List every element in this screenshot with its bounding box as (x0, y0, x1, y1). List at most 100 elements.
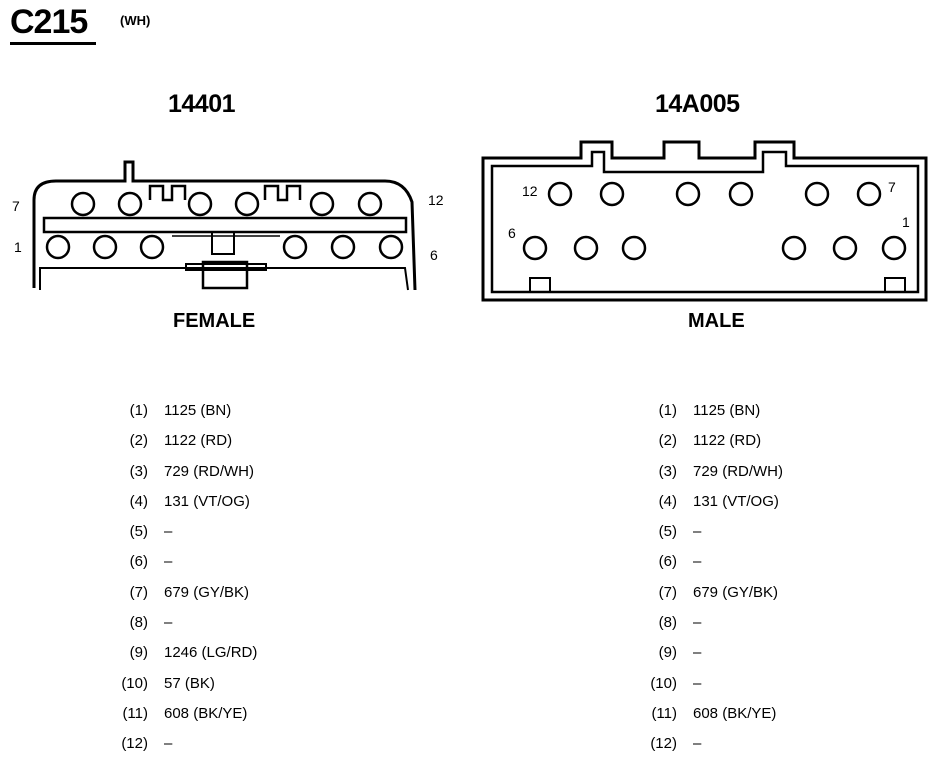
female-pin-cavity (117, 191, 143, 217)
female-center-rib (42, 216, 408, 234)
female-pin-cavity (92, 234, 118, 260)
female-pin-labels: 7 12 1 6 (12, 192, 444, 263)
female-label-top-left: 7 (12, 198, 20, 214)
male-base-notches (529, 277, 906, 292)
pin-number: (5) (658, 523, 677, 541)
female-pin-cavity (139, 234, 165, 260)
circuit-value: – (693, 553, 702, 571)
pin-number: (4) (129, 492, 148, 510)
male-pin (881, 235, 907, 261)
pin-number: (9) (658, 644, 677, 662)
male-pin (728, 181, 754, 207)
female-label-bottom-right: 6 (430, 247, 438, 263)
male-pinout-row: (5)– (645, 521, 783, 551)
male-pin (573, 235, 599, 261)
circuit-value: – (693, 523, 702, 541)
female-connector-face (32, 160, 417, 291)
female-lock-body (201, 260, 249, 290)
female-pin-cavity (309, 191, 335, 217)
circuit-value: 729 (RD/WH) (164, 462, 255, 480)
female-pin-cavity (330, 234, 356, 260)
pin-number: (8) (658, 614, 677, 632)
female-pin-cavity (70, 191, 96, 217)
male-pinout-row: (8)– (645, 612, 783, 642)
female-pin-cavity (187, 191, 213, 217)
circuit-value: 1122 (RD) (693, 432, 762, 450)
connector-title: C215 (10, 3, 88, 41)
male-pin (547, 181, 573, 207)
female-pin-cavity (282, 234, 308, 260)
female-pinout-row: (2) 1122 (RD) (116, 430, 257, 460)
male-pinout-table: (1)1125 (BN) (2) 1122 (RD) (3)729 (RD/WH)(4… (645, 400, 783, 764)
pin-number: (12) (121, 735, 148, 753)
female-latch-slot-left (148, 184, 187, 202)
circuit-value: 1125 (BN) (164, 402, 232, 419)
male-pin (621, 235, 647, 261)
circuit-value: 679 (GY/BK) (693, 583, 779, 601)
circuit-value: – (693, 644, 702, 662)
title-underline (10, 42, 96, 45)
male-label-bottom-right: 1 (902, 214, 910, 230)
female-lock-tab (185, 263, 267, 271)
male-pinout-row: (9)– (645, 642, 783, 672)
female-pin-row-top (70, 191, 383, 217)
male-pin (675, 181, 701, 207)
female-latch-slot-right (263, 184, 302, 202)
female-part-number: 14401 (168, 90, 236, 118)
male-pinout-row: (3)729 (RD/WH) (645, 461, 783, 491)
female-pinout-row: (12)– (116, 733, 257, 763)
male-pinout-row: (12)– (645, 733, 783, 763)
pin-number: (2) (129, 432, 148, 450)
male-pin-row-top (547, 181, 882, 207)
male-pinout-row: (1)1125 (BN) (645, 400, 783, 430)
female-pinout-row: (9) 1246 (LG/RD) (116, 642, 258, 672)
female-pinout-row: (10)57 (BK) (116, 673, 257, 703)
circuit-value: – (164, 614, 173, 632)
pin-number: (10) (121, 674, 148, 692)
circuit-value: – (164, 553, 173, 571)
male-pinout-row: (10)– (645, 673, 783, 703)
female-label-bottom-left: 1 (14, 239, 22, 255)
female-pinout-row: (8)– (116, 612, 257, 642)
male-connector-face (481, 140, 928, 302)
pin-number: (5) (129, 523, 148, 541)
circuit-value: 131 (VT/OG) (693, 492, 779, 510)
circuit-value: 679 (GY/BK) (164, 583, 250, 601)
circuit-value: – (693, 674, 702, 692)
pin-number: (6) (129, 553, 148, 571)
circuit-value: 1246 (LG/RD) (164, 644, 258, 662)
circuit-value: – (693, 614, 702, 632)
female-pinout-row: (6)– (116, 551, 257, 581)
pin-number: (1) (129, 402, 148, 419)
female-housing-base (39, 267, 409, 291)
pin-number: (2) (658, 432, 677, 450)
circuit-value: 608 (BK/YE) (164, 704, 248, 722)
female-pin-row-bottom (45, 234, 404, 260)
female-pinout-row: (1) 1125 (BN) (116, 400, 257, 430)
pin-number: (9) (129, 644, 148, 662)
circuit-value: – (164, 523, 173, 541)
male-pinout-row: (2) 1122 (RD) (645, 430, 783, 460)
male-pin (856, 181, 882, 207)
circuit-value: 1122 (RD) (164, 432, 233, 450)
pin-number: (3) (129, 462, 148, 480)
female-pin-cavity (357, 191, 383, 217)
female-pin-cavity (378, 234, 404, 260)
male-pin (781, 235, 807, 261)
pin-number: (8) (129, 614, 148, 632)
pin-number: (4) (658, 492, 677, 510)
pin-number: (11) (651, 704, 677, 722)
female-pin-cavity (234, 191, 260, 217)
male-pinout-row: (11)608 (BK/YE) (645, 703, 783, 733)
pin-number: (7) (658, 583, 677, 601)
pin-number: (7) (129, 583, 148, 601)
female-pinout-row: (5)– (116, 521, 257, 551)
male-housing-inner (490, 150, 920, 294)
male-label-top-right: 7 (888, 179, 896, 195)
female-pin-cavity (45, 234, 71, 260)
pin-number: (3) (658, 462, 677, 480)
male-pin-labels: 12 7 6 1 (508, 179, 910, 241)
pin-number: (12) (650, 735, 677, 753)
circuit-value: 1125 (BN) (693, 402, 761, 419)
